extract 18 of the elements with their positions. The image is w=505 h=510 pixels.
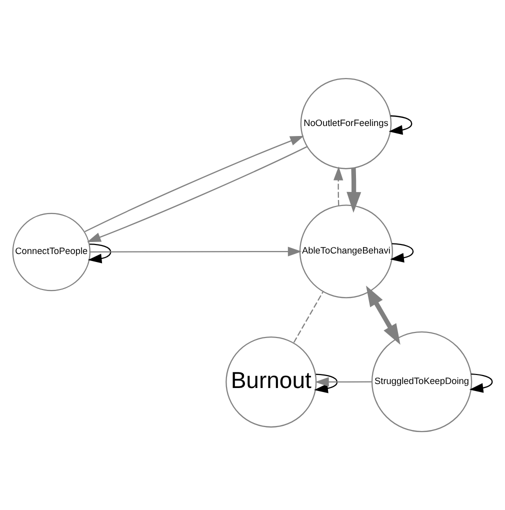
arrow [346,168,362,213]
arrow [334,166,344,206]
node-circle: ConnectToPeople [12,212,90,292]
node-circle: AbleToChangeBehavi [299,204,393,298]
arrow [88,244,112,264]
arrow [314,374,338,394]
connector [293,291,324,343]
arrow [84,136,304,232]
arrow [366,286,400,345]
arrow [315,377,372,387]
arrow [390,243,414,263]
node-circle: StruggledToKeepDoing [371,331,472,432]
arrow [388,115,412,135]
arrow [469,374,493,393]
arrow [90,246,302,256]
arrow [86,146,308,242]
node-circle: NoOutletForFeelings [300,78,392,170]
node-circle: Burnout [226,336,317,428]
